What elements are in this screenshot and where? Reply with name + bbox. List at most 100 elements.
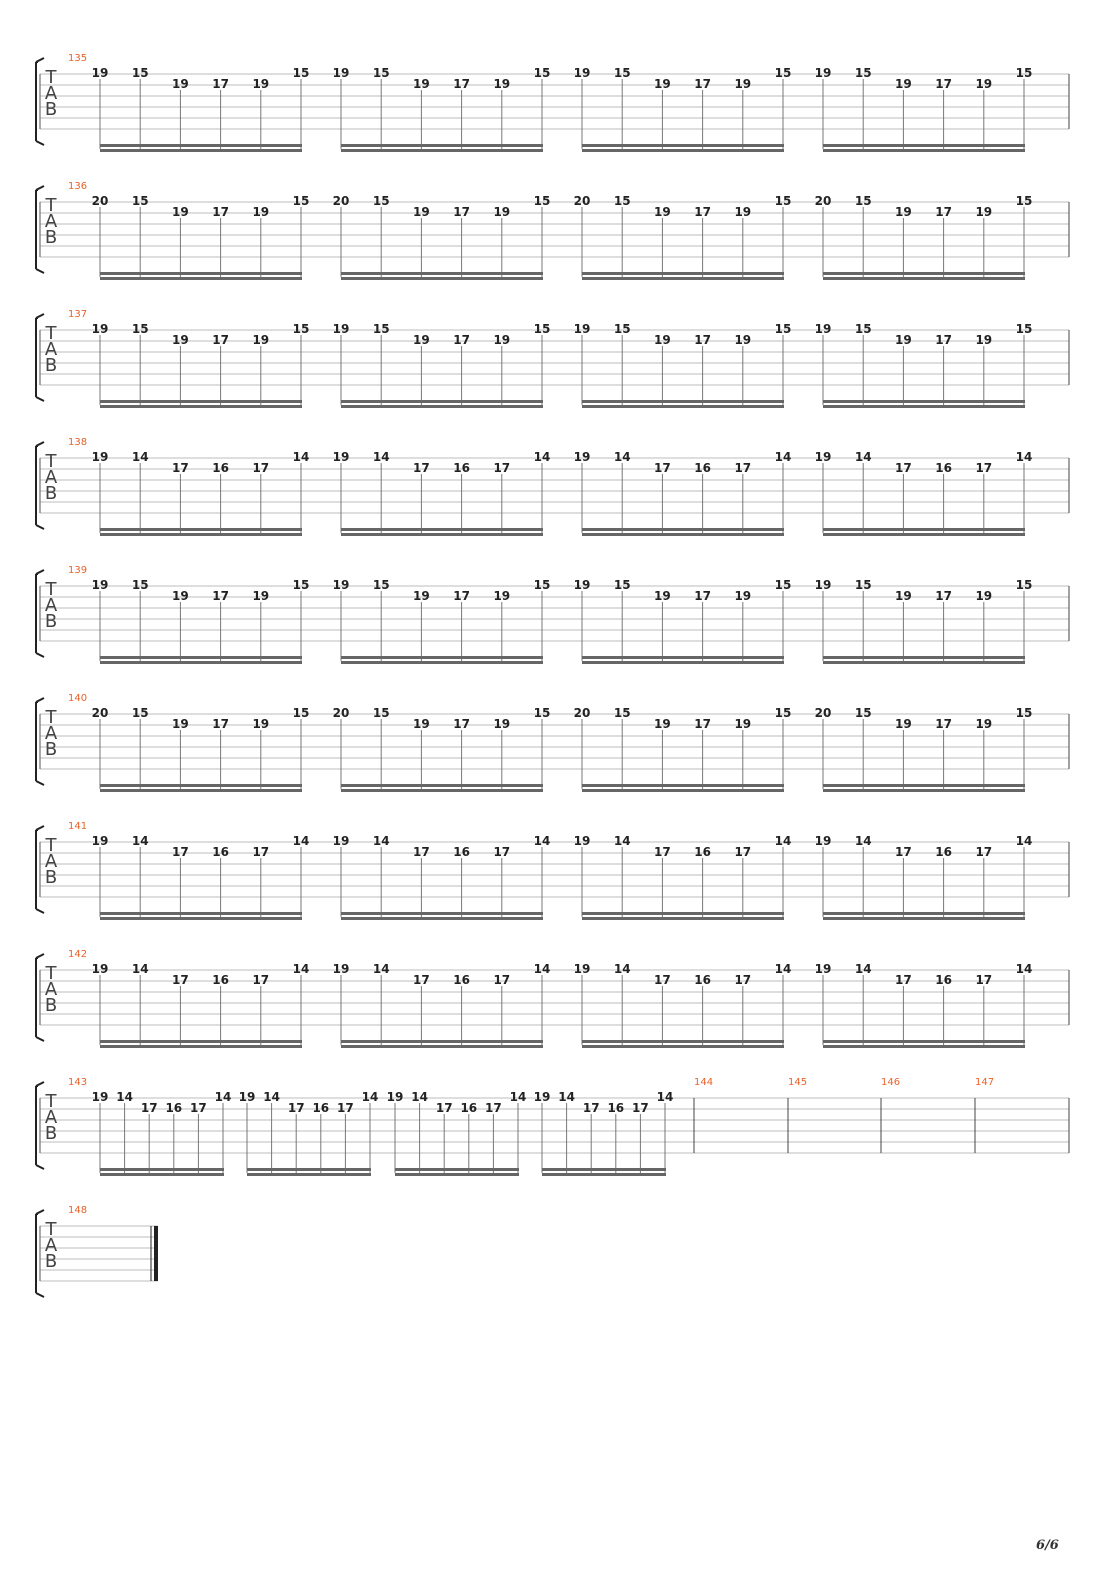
fret-number: 15 <box>534 706 551 720</box>
beam <box>823 405 1025 408</box>
fret-number: 15 <box>1016 322 1033 336</box>
fret-number: 19 <box>975 205 992 219</box>
fret-number: 16 <box>935 845 952 859</box>
fret-number: 17 <box>493 973 510 987</box>
fret-number: 19 <box>413 205 430 219</box>
fret-number: 19 <box>895 717 912 731</box>
fret-number: 19 <box>975 589 992 603</box>
fret-number: 17 <box>654 845 671 859</box>
fret-number: 17 <box>453 333 470 347</box>
fret-number: 14 <box>534 834 551 848</box>
fret-number: 15 <box>132 322 149 336</box>
fret-number: 14 <box>775 450 792 464</box>
fret-number: 16 <box>694 845 711 859</box>
beam <box>100 272 302 275</box>
fret-number: 19 <box>734 717 751 731</box>
measure-number: 143 <box>68 1077 87 1088</box>
beam <box>247 1173 371 1176</box>
fret-number: 17 <box>413 461 430 475</box>
fret-number: 19 <box>333 578 350 592</box>
fret-number: 19 <box>333 834 350 848</box>
beam <box>100 789 302 792</box>
fret-number: 19 <box>815 66 832 80</box>
system-bracket <box>35 1209 45 1215</box>
fret-number: 17 <box>252 461 269 475</box>
fret-number: 19 <box>387 1090 404 1104</box>
system-bracket <box>35 569 45 575</box>
measure-number: 136 <box>68 181 87 192</box>
beam <box>582 789 784 792</box>
fret-number: 17 <box>141 1101 158 1115</box>
fret-number: 19 <box>172 589 189 603</box>
fret-number: 15 <box>293 578 310 592</box>
fret-number: 17 <box>493 845 510 859</box>
fret-number: 19 <box>493 717 510 731</box>
tab-clef-t: T <box>45 1091 58 1112</box>
tab-clef-t: T <box>45 707 58 728</box>
fret-number: 16 <box>935 973 952 987</box>
beam <box>100 405 302 408</box>
fret-number: 16 <box>212 461 229 475</box>
tab-clef-t: T <box>45 963 58 984</box>
fret-number: 15 <box>855 66 872 80</box>
fret-number: 19 <box>574 322 591 336</box>
system-bracket <box>35 697 45 703</box>
fret-number: 19 <box>815 322 832 336</box>
fret-number: 17 <box>413 845 430 859</box>
fret-number: 17 <box>694 205 711 219</box>
beam <box>341 789 543 792</box>
tab-clef-b: B <box>45 483 57 504</box>
beam <box>582 528 784 531</box>
fret-number: 15 <box>855 194 872 208</box>
fret-number: 15 <box>534 322 551 336</box>
fret-number: 14 <box>132 834 149 848</box>
fret-number: 19 <box>493 333 510 347</box>
beam <box>582 661 784 664</box>
fret-number: 15 <box>373 578 390 592</box>
fret-number: 14 <box>614 834 631 848</box>
measure-number: 142 <box>68 949 87 960</box>
fret-number: 15 <box>132 706 149 720</box>
fret-number: 19 <box>92 834 109 848</box>
fret-number: 19 <box>493 205 510 219</box>
beam <box>823 272 1025 275</box>
fret-number: 15 <box>293 322 310 336</box>
tab-clef-a: A <box>45 1235 58 1256</box>
fret-number: 19 <box>92 578 109 592</box>
fret-number: 19 <box>574 962 591 976</box>
fret-number: 17 <box>694 77 711 91</box>
system-bracket <box>35 57 45 63</box>
fret-number: 15 <box>373 66 390 80</box>
fret-number: 17 <box>935 77 952 91</box>
tab-clef-b: B <box>45 611 57 632</box>
fret-number: 16 <box>607 1101 624 1115</box>
fret-number: 17 <box>190 1101 207 1115</box>
fret-number: 17 <box>694 717 711 731</box>
tab-clef-t: T <box>45 1219 58 1240</box>
fret-number: 15 <box>614 322 631 336</box>
fret-number: 14 <box>614 962 631 976</box>
fret-number: 16 <box>453 461 470 475</box>
fret-number: 19 <box>252 205 269 219</box>
beam <box>823 533 1025 536</box>
beam <box>341 144 543 147</box>
fret-number: 19 <box>92 962 109 976</box>
fret-number: 14 <box>534 450 551 464</box>
fret-number: 19 <box>734 77 751 91</box>
beam <box>100 528 302 531</box>
measure-number: 138 <box>68 437 87 448</box>
fret-number: 19 <box>534 1090 551 1104</box>
fret-number: 15 <box>855 322 872 336</box>
fret-number: 14 <box>775 834 792 848</box>
fret-number: 19 <box>654 589 671 603</box>
system-bracket <box>35 825 45 831</box>
fret-number: 19 <box>252 717 269 731</box>
fret-number: 19 <box>493 77 510 91</box>
fret-number: 15 <box>293 194 310 208</box>
fret-number: 15 <box>855 578 872 592</box>
fret-number: 19 <box>574 450 591 464</box>
measure-number: 147 <box>975 1077 994 1088</box>
measure-number: 145 <box>788 1077 807 1088</box>
beam <box>100 784 302 787</box>
